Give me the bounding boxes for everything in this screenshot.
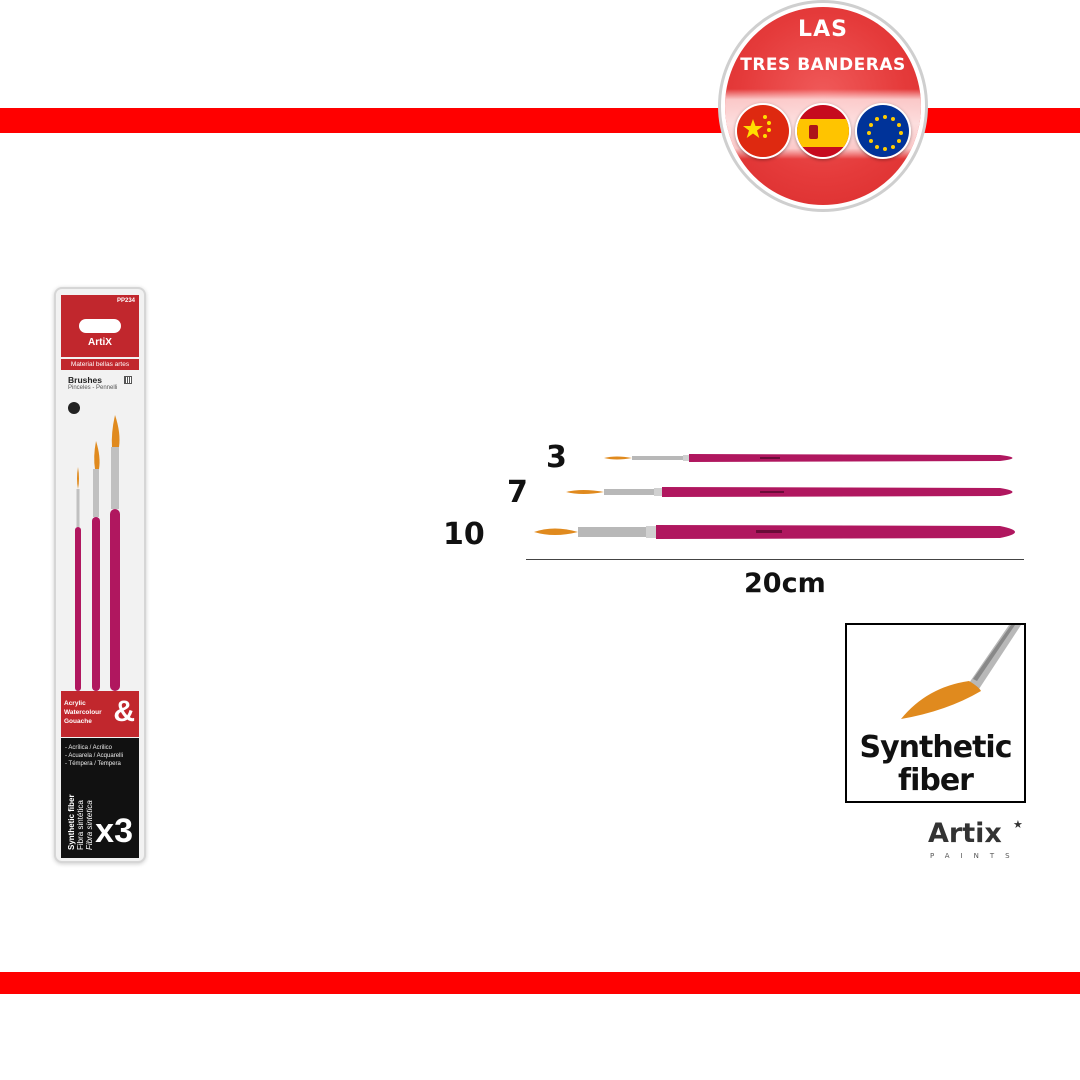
list-item: - Acuarela / Acquarelli: [65, 753, 124, 759]
brush-tip-icon: [68, 402, 80, 414]
size-label-10: 10: [443, 517, 485, 552]
package-count: x3: [95, 812, 133, 850]
list-item: - Témpera / Tempera: [65, 761, 121, 767]
fiber-label-line1: Synthetic: [859, 730, 1013, 765]
eu-flag-icon: [855, 103, 911, 159]
brush-size-10: [534, 525, 1015, 539]
hanger-hole: [79, 319, 121, 333]
package-title: Brushes: [68, 375, 103, 385]
fiber-es: Fibra sintética: [76, 800, 85, 850]
measurement-label: 20cm: [744, 568, 826, 599]
measurement-line: [526, 559, 1024, 560]
size-label-7: 7: [507, 475, 528, 510]
las-tres-banderas-badge: LAS TRES BANDERAS: [718, 0, 928, 212]
use-gouache: Gouache: [64, 718, 92, 725]
synthetic-fiber-box: Synthetic fiber: [845, 623, 1026, 803]
brush-tip-closeup-icon: [901, 625, 1021, 719]
fiber-label-line2: fiber: [898, 763, 974, 798]
qr-code-icon: [124, 376, 132, 384]
package-logo: ArtiX: [88, 337, 112, 348]
package-title-sub: Pinceles - Pennelli: [68, 385, 118, 391]
bottom-red-stripe: [0, 972, 1080, 994]
ampersand-mark: &: [113, 695, 135, 728]
package-uses-panel: Acrylic Watercolour Gouache &: [61, 691, 139, 737]
badge-title-line1: LAS: [798, 17, 848, 42]
brand-subtitle: PAINTS: [930, 852, 1021, 860]
fiber-en: Synthetic fiber: [67, 794, 76, 850]
badge-title-line2: TRES BANDERAS: [740, 55, 906, 75]
star-icon: ★: [1013, 819, 1023, 831]
package-code: PP234: [116, 298, 135, 304]
brush-package: PP234 ArtiX Material bellas artes Brushe…: [54, 287, 146, 863]
china-flag-icon: [735, 103, 791, 159]
spain-flag-icon: [795, 103, 851, 159]
brush-size-7: [566, 487, 1013, 497]
package-brushes-illustration: [75, 415, 120, 691]
brush-size-3: [604, 454, 1013, 462]
size-label-3: 3: [546, 440, 567, 475]
use-watercolour: Watercolour: [64, 709, 102, 716]
package-bottom-panel: - Acrílica / Acrilico - Acuarela / Acqua…: [61, 738, 139, 858]
list-item: - Acrílica / Acrilico: [65, 745, 113, 751]
brand-logo: Artix: [928, 818, 1002, 849]
package-fiber-vertical: Synthetic fiber Fibra sintética Fibra si…: [67, 794, 94, 850]
brushes-illustration: [534, 454, 1015, 539]
package-header: PP234 ArtiX: [61, 295, 139, 357]
fiber-it: Fibra sintetica: [85, 800, 94, 850]
package-subtitle: Material bellas artes: [61, 359, 139, 370]
use-acrylic: Acrylic: [64, 700, 86, 707]
